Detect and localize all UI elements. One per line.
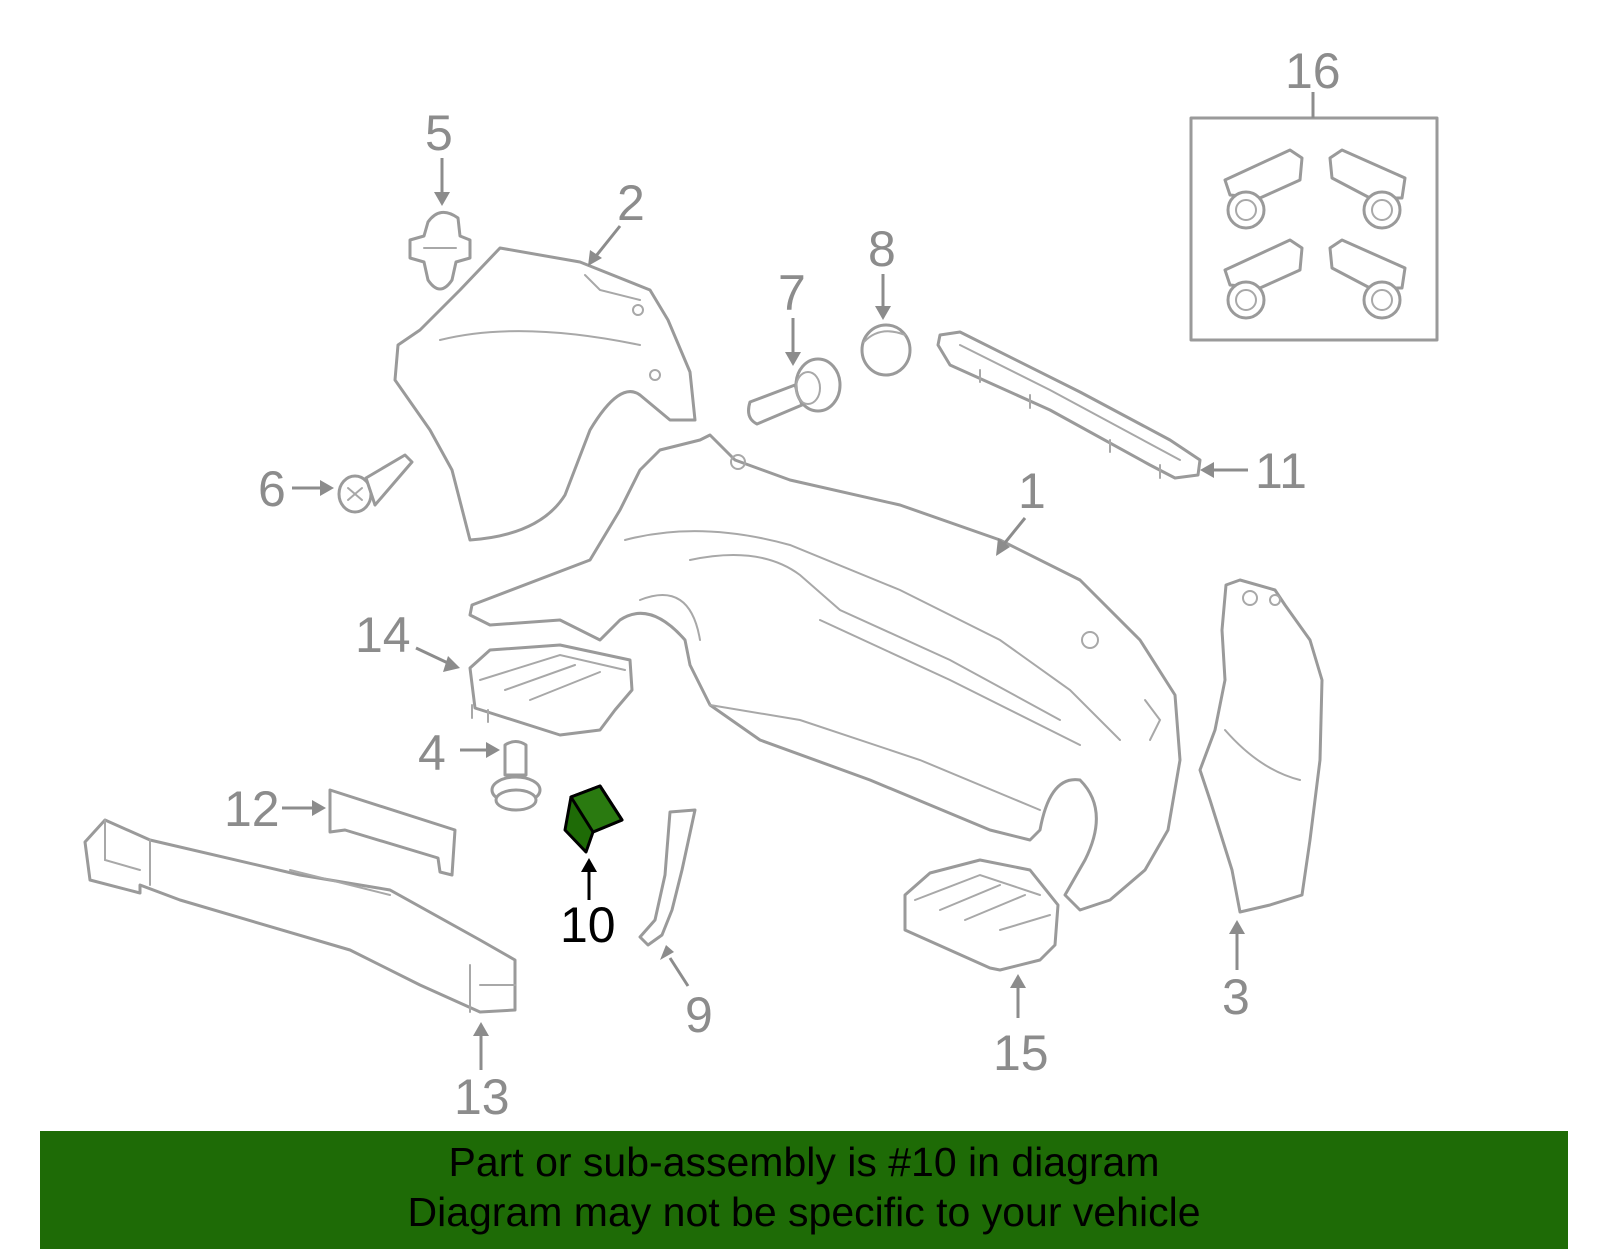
part-10-highlighted[interactable] [563, 784, 624, 854]
callout-7: 7 [778, 265, 806, 321]
part-1-bumper-cover[interactable] [468, 433, 1182, 912]
callout-5: 5 [425, 105, 453, 161]
part-11-strip[interactable] [936, 330, 1202, 480]
callout-10: 10 [560, 897, 616, 953]
callout-9: 9 [685, 987, 713, 1043]
callout-6: 6 [258, 461, 286, 517]
callout-16: 16 [1285, 43, 1341, 99]
callout-14: 14 [355, 607, 411, 663]
part-5-clip[interactable] [408, 210, 472, 291]
callout-12: 12 [224, 781, 280, 837]
part-12-plate[interactable] [328, 788, 457, 877]
callout-4: 4 [418, 725, 446, 781]
callout-3: 3 [1222, 969, 1250, 1025]
callout-2: 2 [617, 175, 645, 231]
callout-8: 8 [868, 221, 896, 277]
part-7-bolt[interactable] [747, 357, 842, 426]
banner-line-1: Part or sub-assembly is #10 in diagram [448, 1139, 1160, 1185]
part-6-screw[interactable] [337, 453, 414, 514]
part-3-side-bracket[interactable] [1198, 578, 1324, 914]
part-16-sensor-set[interactable] [1189, 116, 1439, 342]
part-9-strip[interactable] [638, 808, 697, 947]
part-4-bolt[interactable] [490, 740, 542, 812]
callout-15: 15 [993, 1025, 1049, 1081]
part-2-upper-bracket[interactable] [393, 246, 697, 542]
part-13-beam[interactable] [83, 818, 517, 1014]
part-14-absorber[interactable] [468, 643, 634, 737]
callout-11: 11 [1255, 443, 1307, 499]
callout-1: 1 [1018, 463, 1046, 519]
part-8-cap[interactable] [860, 323, 912, 377]
info-banner: Part or sub-assembly is #10 in diagram D… [40, 1131, 1568, 1249]
part-15-absorber[interactable] [903, 858, 1060, 972]
callout-13: 13 [454, 1069, 510, 1125]
banner-line-2: Diagram may not be specific to your vehi… [407, 1189, 1201, 1235]
